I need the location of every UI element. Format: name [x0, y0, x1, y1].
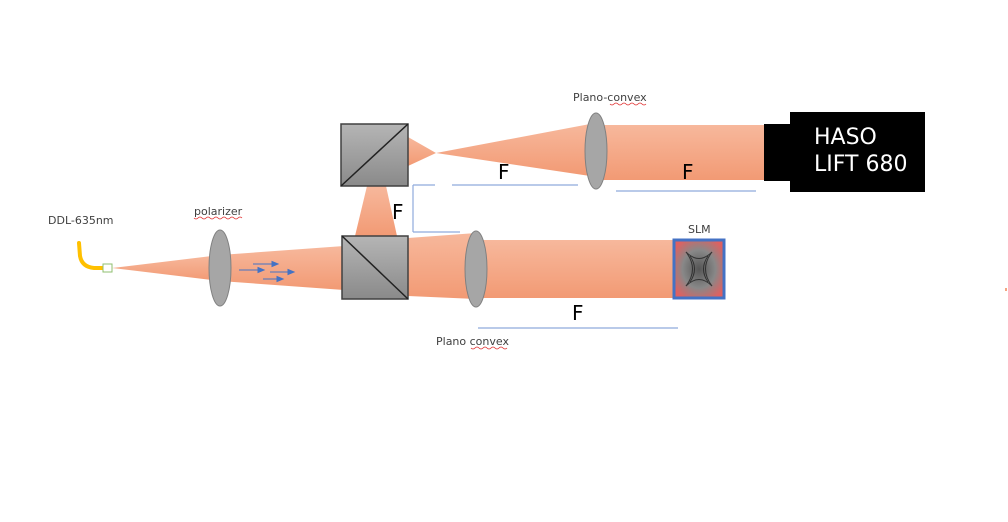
beam-cube-to-lens-bottom — [408, 233, 476, 299]
lens-bottom-label: Plano convex — [436, 335, 509, 348]
focal-guide-lines — [412, 184, 756, 329]
beam-lens-to-slm — [476, 240, 674, 298]
laser-source — [77, 241, 113, 273]
source-label: DDL-635nm — [48, 214, 114, 227]
focal-label-bottom: F — [572, 301, 584, 325]
polarizer-lens — [208, 229, 232, 307]
focal-label-top-right: F — [682, 160, 694, 184]
haso-camera — [764, 112, 925, 192]
spellcheck-underline — [609, 102, 647, 106]
beam-splitter-top — [340, 123, 409, 187]
beam-focus-to-lens-top — [436, 124, 590, 176]
laser-beams — [112, 124, 766, 299]
beam-polarizer-to-cube — [220, 246, 344, 290]
focal-label-vertical: F — [392, 200, 404, 224]
slm-label: SLM — [688, 223, 711, 236]
polarizer-label: polarizer — [194, 205, 243, 218]
beam-cube-to-focus — [408, 137, 436, 166]
focal-label-top-left: F — [498, 160, 510, 184]
fiber-connector — [102, 263, 113, 273]
beam-vertical-between-cubes — [355, 186, 397, 236]
stray-mark — [1005, 288, 1007, 291]
slm-device — [672, 238, 726, 300]
beam-source-to-polarizer — [112, 255, 220, 281]
spellcheck-underline — [193, 216, 243, 220]
polarization-arrows — [239, 260, 296, 283]
beam-splitter-bottom — [341, 235, 409, 300]
plano-convex-lens-top — [584, 112, 608, 190]
beam-lens-to-camera — [596, 125, 766, 180]
fiber-cable — [77, 241, 105, 270]
lens-top-label: Plano-convex — [573, 91, 647, 104]
camera-label-line2: LIFT 680 — [814, 152, 907, 177]
spellcheck-underline — [470, 346, 508, 350]
camera-label-line1: HASO — [814, 125, 877, 150]
plano-convex-lens-bottom — [464, 230, 488, 308]
